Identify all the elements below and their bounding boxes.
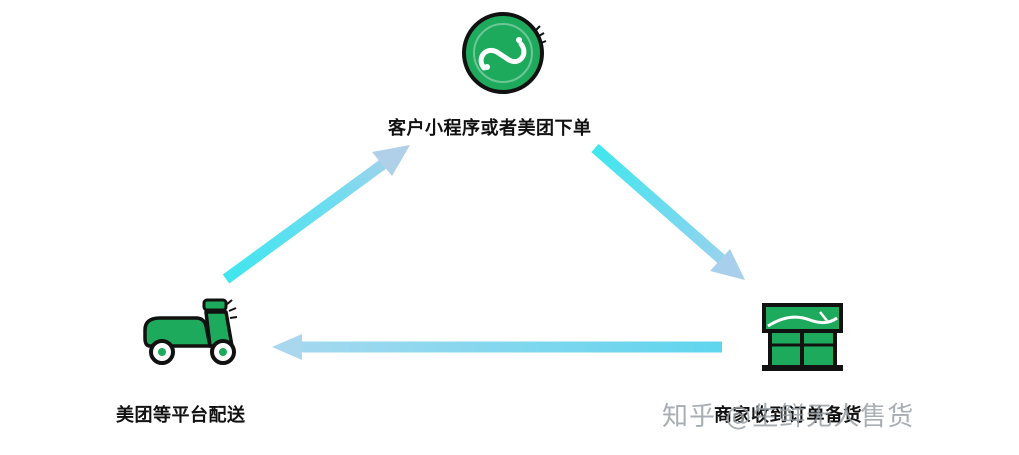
mini-program-icon	[462, 12, 547, 94]
node-label-order: 客户小程序或者美团下单	[388, 118, 592, 139]
arrow-shop-to-delivery	[272, 334, 722, 360]
scooter-icon	[143, 298, 238, 365]
node-label-delivery: 美团等平台配送	[116, 405, 246, 426]
arrow-delivery-to-order	[222, 145, 410, 284]
arrow-order-to-shop	[591, 143, 745, 280]
watermark: 知乎 @生鲜无人售货	[662, 402, 915, 432]
storefront-icon	[762, 303, 843, 371]
node-label-shop: 商家收到订单备货	[714, 405, 862, 426]
